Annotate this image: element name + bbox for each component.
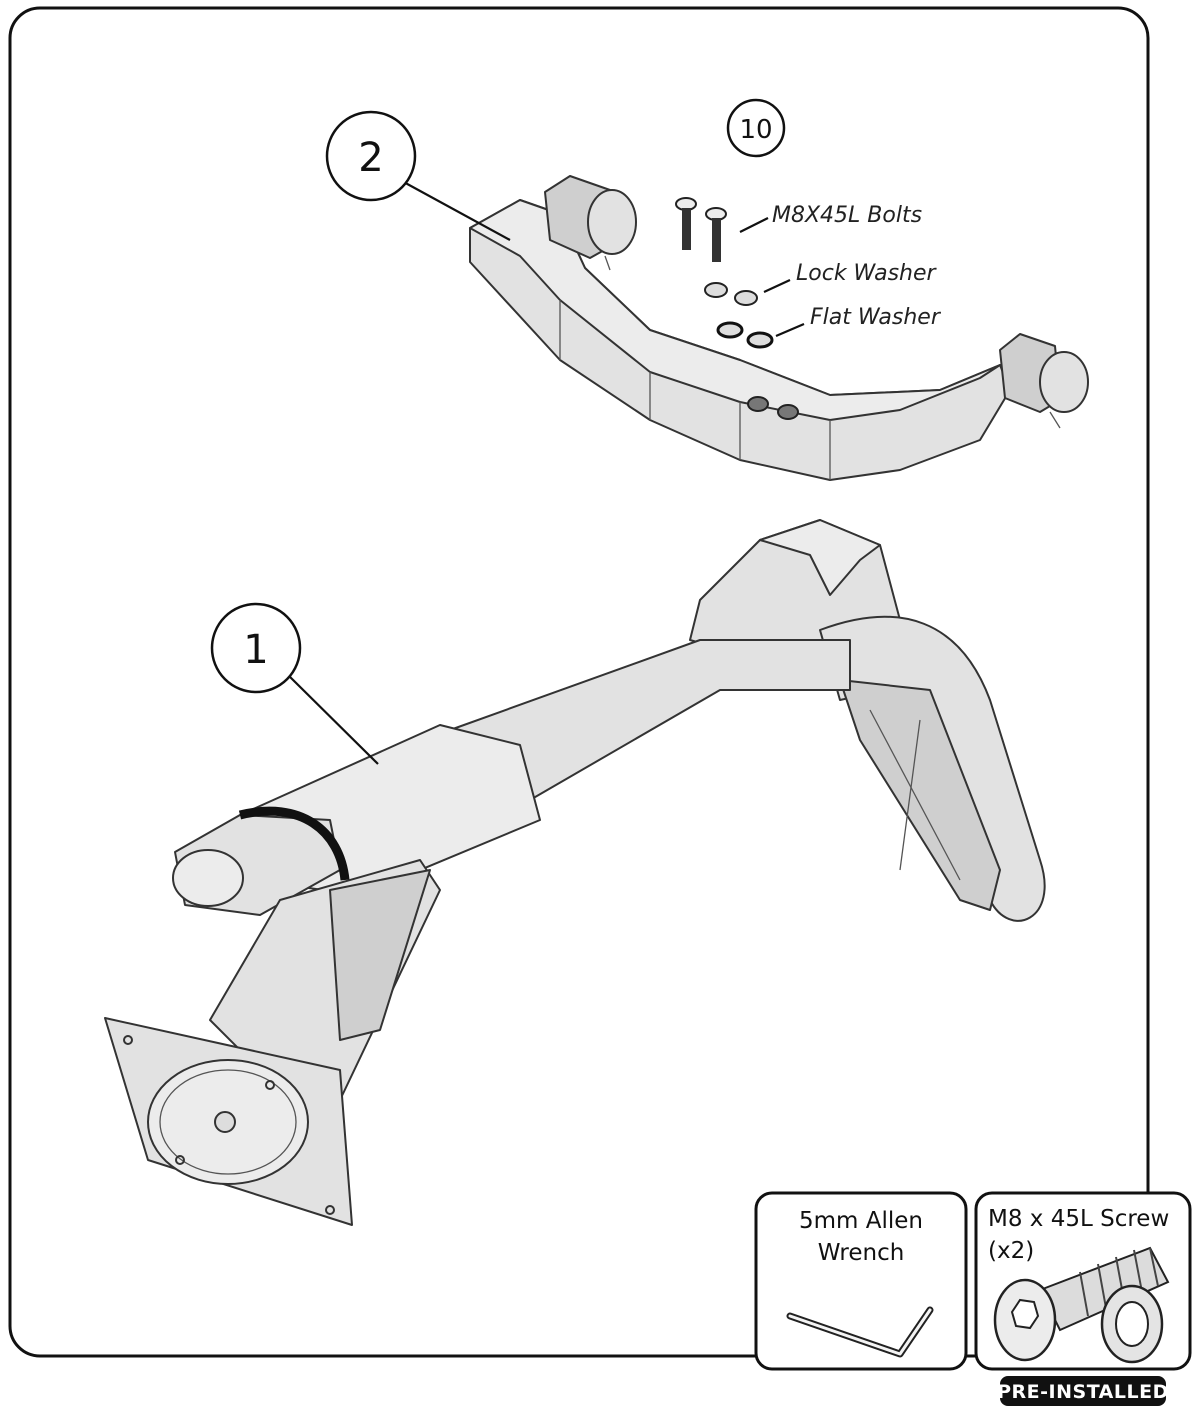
screw-box: M8 x 45L Screw (x2) PRE-INSTALLED [974, 1191, 1192, 1406]
tool-box-line2: Wrench [818, 1240, 905, 1266]
callout-circle-10 [726, 98, 786, 158]
hardware-group-10: M8X45L Bolts Lock Washer Flat Washer 10 [675, 98, 942, 349]
pre-installed-text: PRE-INSTALLED [997, 1381, 1169, 1403]
bolt-icon [675, 197, 727, 262]
tool-box-line1: 5mm Allen [799, 1208, 923, 1234]
screw-box-line2: (x2) [988, 1238, 1034, 1264]
label-flat-washer: Flat Washer [810, 305, 942, 330]
lock-washer-icon [704, 282, 758, 306]
label-lock-washer: Lock Washer [796, 261, 938, 286]
callout-circle-2 [325, 110, 417, 202]
label-bolts: M8X45L Bolts [772, 203, 922, 228]
tool-box-allen-wrench: 5mm Allen Wrench [754, 1191, 968, 1371]
callout-number-1: 1 [243, 627, 268, 673]
callout-2: 2 [325, 110, 511, 241]
callout-1: 1 [210, 602, 379, 765]
flat-washer-icon [716, 321, 774, 349]
part-2-seat-arm [469, 175, 1089, 481]
part-1-main-frame [104, 519, 1046, 1226]
pre-installed-badge [1000, 1376, 1166, 1406]
callout-number-10: 10 [739, 115, 772, 145]
callout-circle-1 [210, 602, 302, 694]
allen-wrench-icon [786, 1306, 934, 1358]
callout-number-2: 2 [358, 135, 383, 181]
screw-box-line1: M8 x 45L Screw [988, 1206, 1169, 1232]
screw-icon [993, 1246, 1170, 1364]
